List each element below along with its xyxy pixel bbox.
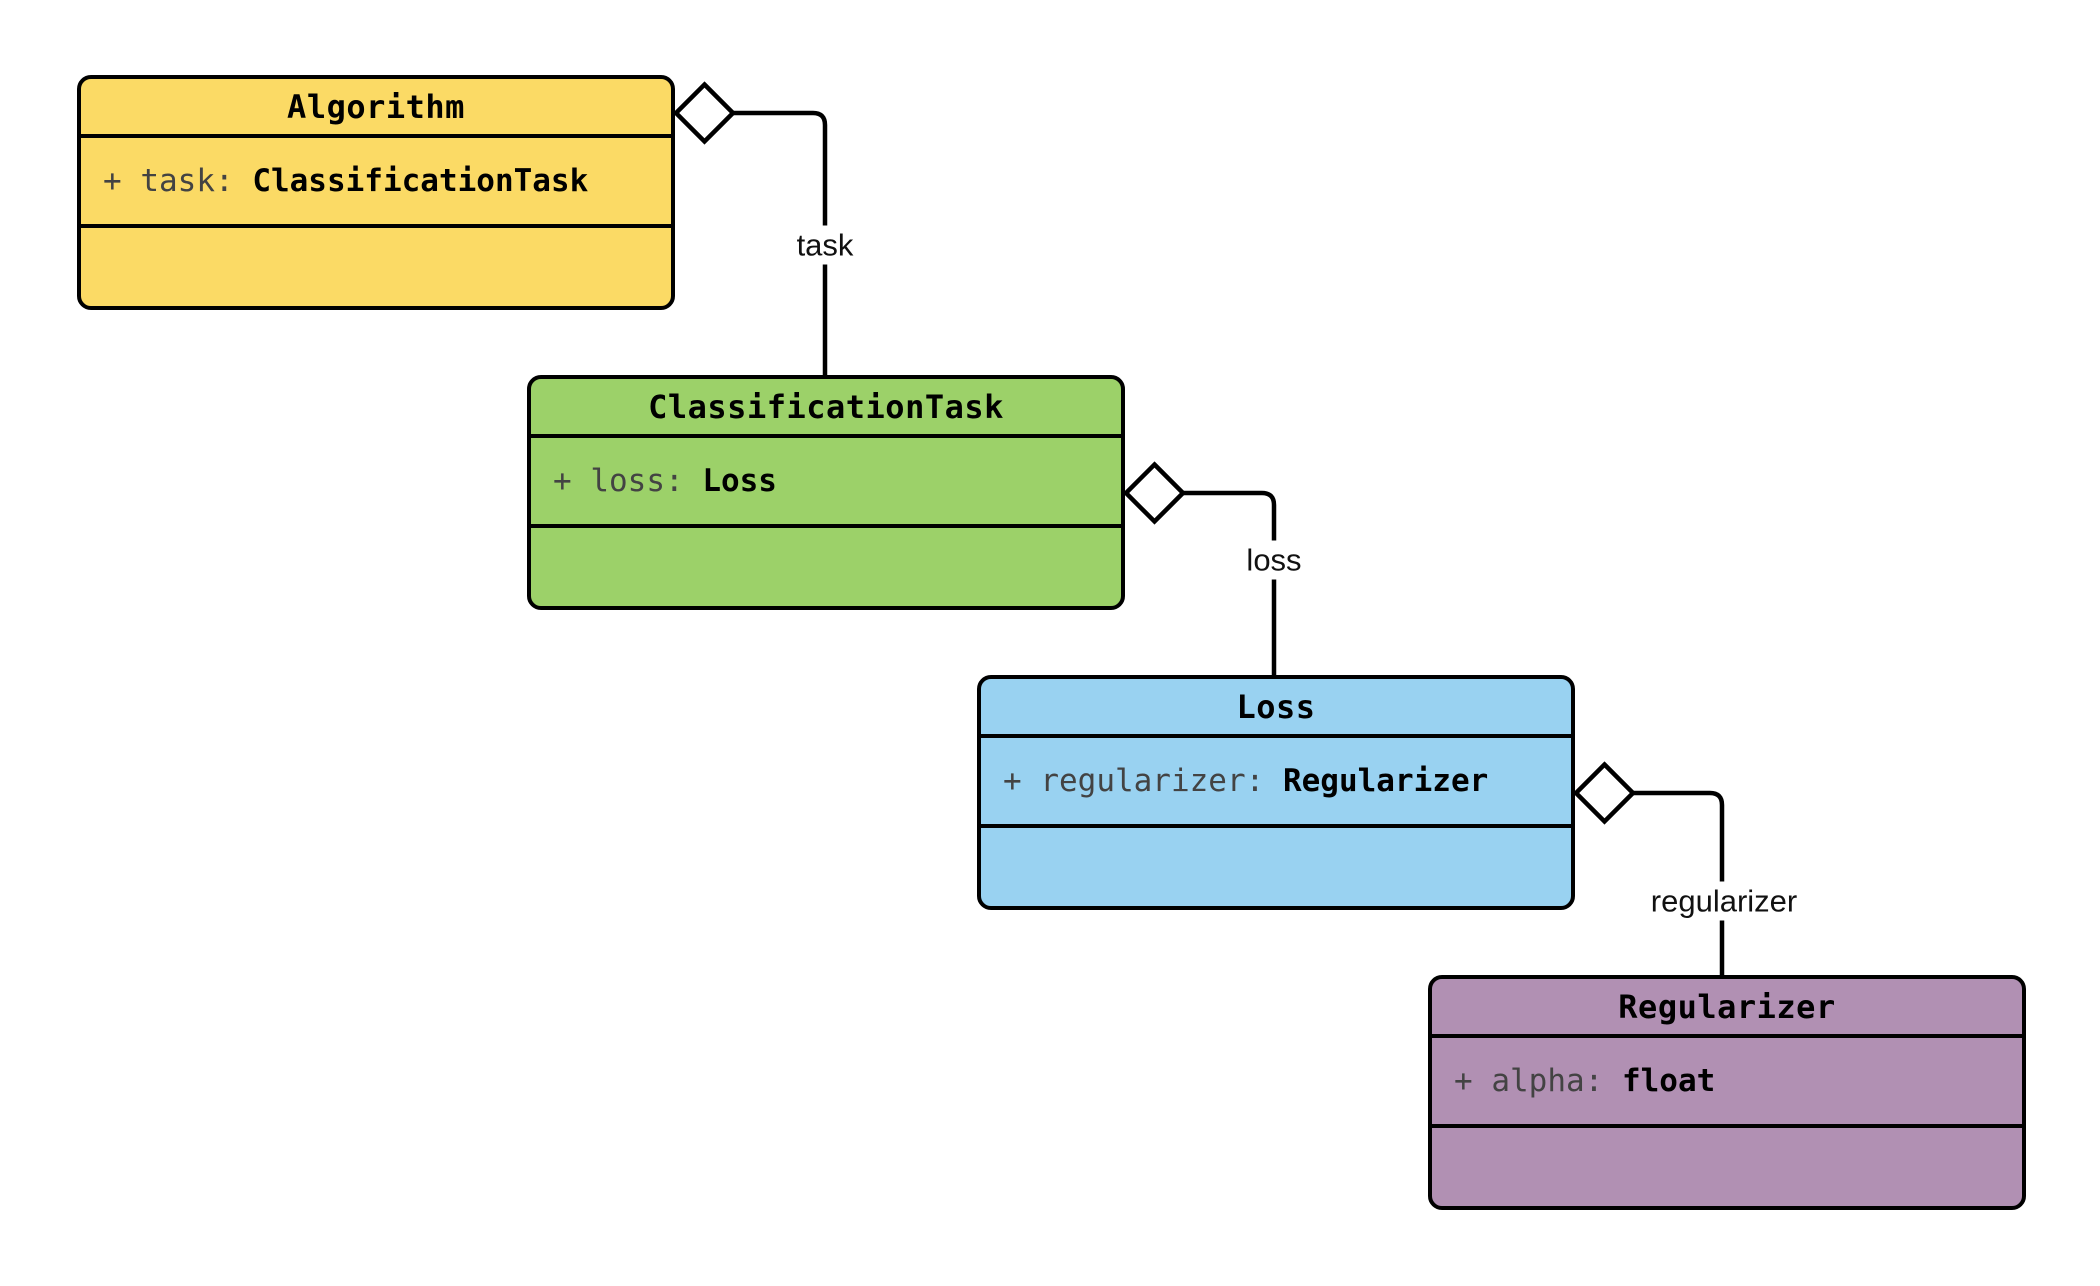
class-node-algorithm: Algorithm + task: ClassificationTask (77, 75, 675, 310)
class-methods-empty (981, 828, 1571, 906)
edge-regularizer (1572, 761, 1725, 975)
class-title: Regularizer (1432, 979, 2022, 1038)
class-attributes: + task: ClassificationTask (81, 138, 671, 228)
attribute-type: Loss (702, 463, 777, 499)
connector-line-task (733, 110, 828, 375)
attribute-name: + loss: (553, 463, 703, 499)
edge-label-task: task (788, 225, 862, 265)
class-title: Algorithm (81, 79, 671, 138)
class-node-loss: Loss + regularizer: Regularizer (977, 675, 1575, 910)
class-attributes: + regularizer: Regularizer (981, 738, 1571, 828)
class-attributes: + alpha: float (1432, 1038, 2022, 1128)
attribute-name: + regularizer: (1003, 763, 1283, 799)
attribute-name: + task: (103, 163, 253, 199)
class-title: Loss (981, 679, 1571, 738)
aggregation-diamond-icon (672, 81, 737, 145)
aggregation-diamond-icon (1572, 761, 1637, 825)
attribute-type: float (1621, 1063, 1716, 1099)
aggregation-diamond-icon (1122, 461, 1187, 525)
connector-line-loss (1183, 490, 1277, 675)
attribute-type: Regularizer (1282, 763, 1489, 799)
class-node-regularizer: Regularizer + alpha: float (1428, 975, 2026, 1210)
class-attributes: + loss: Loss (531, 438, 1121, 528)
class-methods-empty (81, 228, 671, 306)
class-node-classificationtask: ClassificationTask + loss: Loss (527, 375, 1125, 610)
class-methods-empty (1432, 1128, 2022, 1206)
class-methods-empty (531, 528, 1121, 606)
connector-line-regularizer (1633, 790, 1725, 975)
attribute-type: ClassificationTask (252, 163, 589, 199)
attribute-name: + alpha: (1454, 1063, 1622, 1099)
edge-task (672, 81, 828, 375)
edge-label-loss: loss (1238, 540, 1310, 580)
edge-label-regularizer: regularizer (1642, 881, 1806, 921)
class-title: ClassificationTask (531, 379, 1121, 438)
edge-loss (1122, 461, 1277, 675)
